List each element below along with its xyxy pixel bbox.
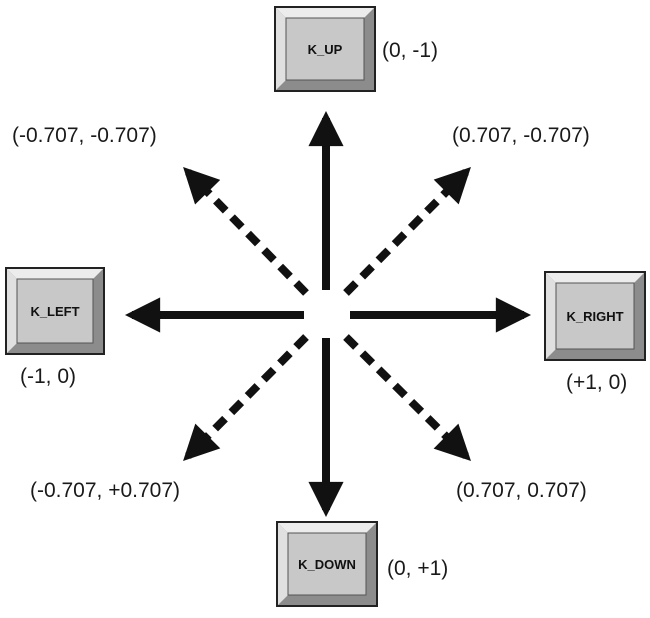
key-right: K_RIGHT — [544, 271, 646, 361]
key-down: K_DOWN — [276, 521, 378, 607]
vector-down-left-label: (-0.707, +0.707) — [30, 479, 180, 502]
arrow-down-right — [343, 334, 471, 461]
vector-down-label: (0, +1) — [387, 557, 448, 580]
vector-left-label: (-1, 0) — [20, 365, 76, 388]
vector-up-label: (0, -1) — [382, 39, 438, 62]
key-right-label: K_RIGHT — [566, 309, 623, 324]
vector-right-label: (+1, 0) — [566, 371, 627, 394]
arrow-up-right — [343, 167, 471, 296]
arrow-down-left — [183, 334, 309, 461]
key-left-label: K_LEFT — [30, 304, 79, 319]
arrow-up-left — [183, 166, 309, 296]
key-down-label: K_DOWN — [298, 557, 356, 572]
vector-up-left-label: (-0.707, -0.707) — [12, 124, 157, 147]
key-left: K_LEFT — [5, 267, 105, 355]
key-up-label: K_UP — [308, 42, 343, 57]
key-up: K_UP — [274, 6, 376, 92]
vector-up-right-label: (0.707, -0.707) — [452, 124, 590, 147]
vector-down-right-label: (0.707, 0.707) — [456, 479, 587, 502]
